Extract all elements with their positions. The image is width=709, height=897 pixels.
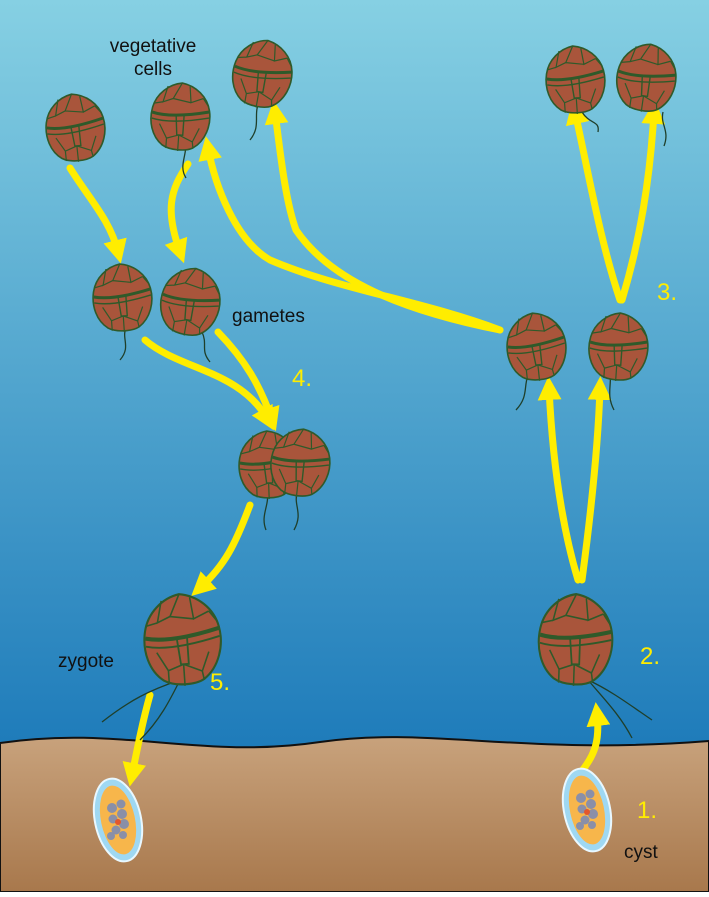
step-number-5: 5. (210, 669, 230, 696)
label-cyst: cyst (624, 842, 659, 863)
label-zygote: zygote (58, 651, 114, 672)
step-number-3: 3. (657, 279, 677, 306)
step-number-1: 1. (637, 797, 657, 824)
step-number-2: 2. (640, 643, 660, 670)
label-vegetative-line1: vegetative (110, 36, 197, 57)
label-vegetative-line2: cells (134, 59, 172, 80)
label-gametes: gametes (232, 306, 305, 327)
step-number-4: 4. (292, 365, 312, 392)
